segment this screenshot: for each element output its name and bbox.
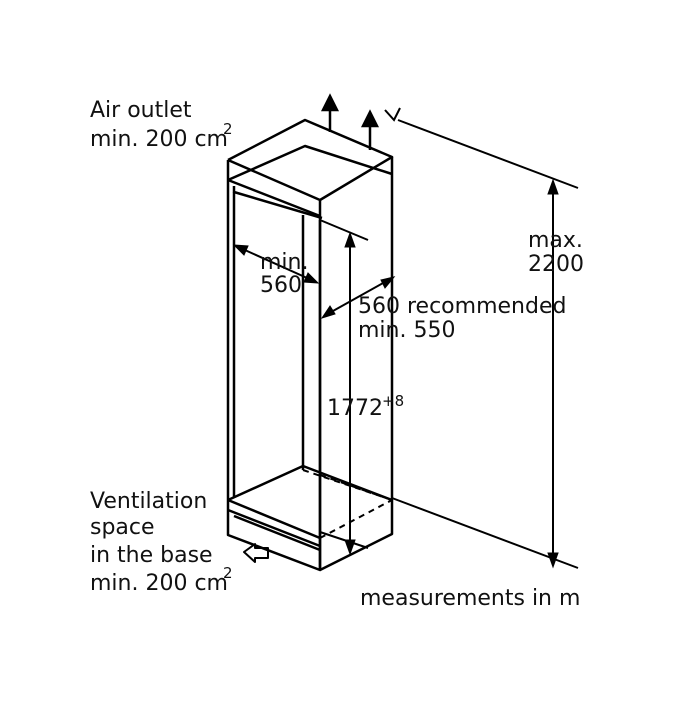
niche-height-arrow-top	[344, 231, 356, 248]
width-min-label-1: min.	[260, 250, 309, 275]
niche-height-arrow-bottom	[344, 539, 356, 556]
width-arrow-left	[232, 244, 249, 256]
depth-label-2: min. 550	[358, 318, 456, 343]
ventilation-label-2: space	[90, 515, 155, 540]
depth-arrow-left	[320, 305, 336, 319]
air-arrow-1-head	[320, 93, 340, 112]
niche-height-ext-top	[319, 219, 369, 241]
width-dim	[235, 245, 317, 283]
base-front	[227, 508, 321, 548]
air-outlet-label-2: min. 200 cm	[90, 127, 228, 152]
air-outlet-label-1: Air outlet	[90, 98, 192, 123]
niche-height-tolerance: +8	[382, 392, 405, 410]
units-label: measurements in m	[360, 586, 581, 611]
air-outlet-exponent: 2	[223, 120, 233, 138]
ventilation-exponent: 2	[223, 564, 233, 582]
width-arrow-right	[303, 272, 320, 284]
niche-height-ext-bottom	[319, 531, 369, 549]
dashed-base-2	[319, 499, 393, 539]
cabinet-side-outline	[319, 157, 394, 572]
dashed-base-3	[319, 474, 393, 501]
top-shelf-front	[227, 178, 321, 218]
ventilation-arrow-icon	[243, 543, 269, 563]
max-height-label-2: 2200	[528, 252, 584, 277]
depth-dim	[323, 277, 393, 317]
max-height-top-tick	[384, 107, 401, 122]
bottom-shelf-front	[227, 498, 321, 540]
ventilation-label-3: in the base	[90, 543, 213, 568]
ventilation-label-1: Ventilation	[90, 489, 208, 514]
cabinet-top-outline	[227, 118, 394, 202]
dashed-base-1	[302, 469, 393, 501]
air-arrow-2-head	[360, 109, 380, 128]
niche-height-label: 1772	[327, 396, 383, 421]
top-opening	[232, 186, 323, 220]
top-shelf	[227, 144, 393, 182]
cabinet-front-outline	[226, 158, 322, 572]
depth-arrow-right	[380, 276, 396, 289]
max-height-arrow-bottom	[547, 552, 559, 569]
depth-label-1: 560 recommended	[358, 294, 567, 319]
max-height-ext-top	[397, 119, 579, 189]
bottom-shelf	[227, 464, 393, 502]
base-line	[233, 514, 321, 552]
max-height-ext-bottom	[391, 497, 579, 569]
width-min-label-2: 560	[260, 273, 302, 298]
max-height-arrow-top	[547, 178, 559, 195]
max-height-label-1: max.	[528, 228, 583, 253]
ventilation-label-4: min. 200 cm	[90, 571, 228, 596]
